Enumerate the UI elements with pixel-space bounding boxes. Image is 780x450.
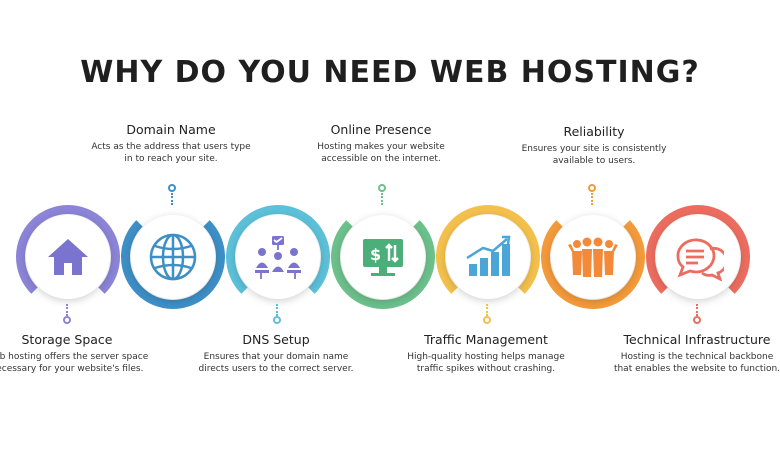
step-connector (171, 193, 175, 205)
step-heading: Domain Name (126, 122, 216, 137)
step-label: Technical Infrastructure Hosting is the … (612, 332, 780, 375)
step-description: Web hosting offers the server space nece… (0, 352, 149, 374)
step-ring (541, 205, 645, 309)
step-label: Reliability Ensures your site is consist… (509, 124, 679, 167)
step-label: Domain Name Acts as the address that use… (86, 122, 256, 165)
step-ring (331, 205, 435, 309)
step-label: DNS Setup Ensures that your domain name … (191, 332, 361, 375)
step-ring (226, 205, 330, 309)
svg-text:$: $ (370, 245, 381, 264)
step-dot (483, 316, 491, 324)
step-description: Ensures your site is consistently availa… (521, 144, 667, 166)
step-dot (168, 184, 176, 192)
step-ring (121, 205, 225, 309)
step-description: Hosting is the technical backbone that e… (613, 352, 780, 374)
step-disc: $ (341, 215, 425, 299)
step-connector (276, 304, 280, 316)
house-icon (48, 239, 88, 275)
step-disc (656, 215, 740, 299)
step-disc (446, 215, 530, 299)
step-label: Traffic Management High-quality hosting … (401, 332, 571, 375)
monitor-transfer-icon: $ (363, 239, 403, 276)
step-ring (16, 205, 120, 309)
step-disc (551, 215, 635, 299)
growth-chart-icon (466, 235, 511, 276)
step-description: Ensures that your domain name directs us… (198, 352, 354, 374)
step-dot (378, 184, 386, 192)
step-heading: Traffic Management (424, 332, 548, 347)
step-label: Storage Space Web hosting offers the ser… (0, 332, 152, 375)
network-users-icon (255, 236, 301, 279)
globe-icon (149, 233, 197, 281)
team-icon (568, 237, 618, 277)
step-description: High-quality hosting helps manage traffi… (407, 352, 565, 374)
step-description: Hosting makes your website accessible on… (317, 142, 445, 164)
step-dot (588, 184, 596, 192)
step-dot (63, 316, 71, 324)
step-heading: Online Presence (330, 122, 432, 137)
step-label: Online Presence Hosting makes your websi… (296, 122, 466, 165)
step-connector (486, 304, 490, 316)
step-connector (591, 193, 595, 205)
step-disc (131, 215, 215, 299)
step-heading: Storage Space (21, 332, 113, 347)
step-ring (646, 205, 750, 309)
step-dot (273, 316, 281, 324)
step-heading: DNS Setup (242, 332, 310, 347)
chat-bubbles-icon (676, 238, 724, 281)
step-connector (66, 304, 70, 316)
step-connector (696, 304, 700, 316)
step-disc (236, 215, 320, 299)
step-heading: Technical Infrastructure (623, 332, 771, 347)
step-dot (693, 316, 701, 324)
step-heading: Reliability (563, 124, 625, 139)
page-title: WHY DO YOU NEED WEB HOSTING? (80, 55, 700, 90)
step-connector (381, 193, 385, 205)
step-description: Acts as the address that users type in t… (91, 142, 251, 164)
step-ring (436, 205, 540, 309)
step-disc (26, 215, 110, 299)
